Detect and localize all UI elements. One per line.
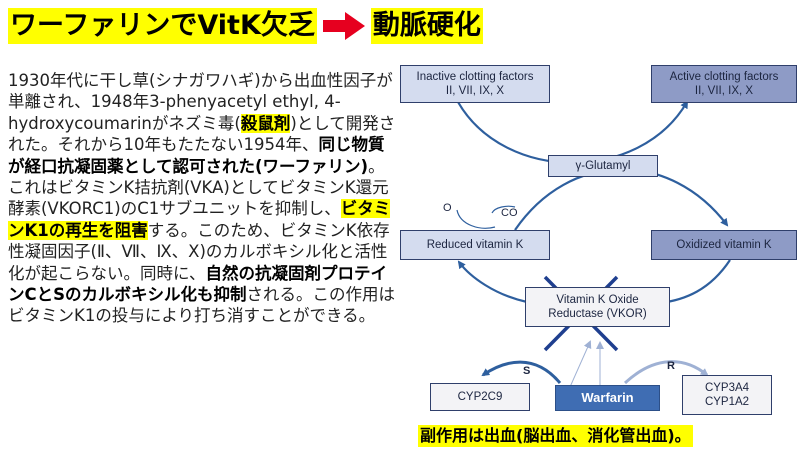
arrow-oxidized-to-vkor [658,259,731,307]
arrow-warfarin-to-cyp3a4 [623,360,709,385]
vkor-box: Vitamin K Oxide Reductase (VKOR) [525,287,670,327]
inactive-clotting-factors-box: Inactive clotting factors II, VII, IX, X [400,65,550,103]
arrow-co [491,205,516,214]
active-factors: II, VII, IX, X [694,85,754,97]
warfarin-label: Warfarin [581,390,634,405]
arrow-warfarin-to-cyp2c9 [481,360,562,384]
right-arrow-icon [322,12,365,40]
arrow-vkor-to-reduced [457,260,528,304]
glutamyl-label: γ-Glutamyl [575,160,631,172]
title-bar: ワーファリンでVitK欠乏 動脈硬化 [8,8,483,44]
warfarin-box: Warfarin [555,385,660,411]
co-label: CO [501,207,518,219]
title-right: 動脈硬化 [370,8,483,44]
title-left: ワーファリンでVitK欠乏 [8,8,317,44]
vkor-label-2: Reductase (VKOR) [548,308,647,320]
arrow-inactive-to-active [457,100,689,164]
body-text: 1930年代に干し草(シナガワハギ)から出血性因子が単離され、1948年3-ph… [8,70,396,327]
body-text-segment: される。この作用はビタミンK1の投与により打ち消すことができる。 [8,285,395,326]
oxidized-vitamin-k-box: Oxidized vitamin K [651,230,797,260]
s-label: S [523,365,531,377]
r-label: R [667,360,675,372]
cyp1a2-label: CYP1A2 [704,396,750,408]
oxidized-label: Oxidized vitamin K [676,239,772,251]
body-text-segment: 。これはビタミンK拮抗剤(VKA)としてビタミンK還元酵素(VKORC1)のC1… [8,156,389,219]
cyp3a4-label: CYP3A4 [704,382,750,394]
o-label: O [443,202,452,214]
body-text-segment: 1930年代に干し草(シナガワハギ)から出血性因子が単離され、1948年3-ph… [8,71,393,133]
arrow-o [456,209,496,229]
reduced-label: Reduced vitamin K [426,239,524,251]
body-text-segment: 殺鼠剤 [240,113,291,133]
body-text-segment: 自然の抗凝固剤プロテインCとSのカルボキシル化も抑制 [8,263,388,305]
arrow-reduced-to-oxidized [514,168,729,231]
cyp3a4-cyp1a2-box: CYP3A4 CYP1A2 [682,375,772,415]
inactive-factors: II, VII, IX, X [445,85,505,97]
body-text-segment: )として開発された。それから10年もたたない1954年、 [8,113,396,155]
active-label: Active clotting factors [669,71,779,83]
body-text-segment: する。このため、ビタミンK依存性凝固因子(Ⅱ、Ⅶ、Ⅸ、Ⅹ)のカルボキシル化と活性… [8,220,390,283]
vitamin-k-cycle-diagram: Inactive clotting factors II, VII, IX, X… [395,55,800,450]
cyp2c9-box: CYP2C9 [430,383,530,411]
side-effect-note: 副作用は出血(脳出血、消化管出血)。 [418,425,693,447]
reduced-vitamin-k-box: Reduced vitamin K [400,230,550,260]
arrow-warfarin-s-to-vkor [569,340,592,388]
body-text-segment: 同じ物質が経口抗凝固薬として認可された(ワーファリン) [8,135,385,176]
cyp2c9-label: CYP2C9 [457,391,503,403]
inactive-label: Inactive clotting factors [416,71,534,83]
active-clotting-factors-box: Active clotting factors II, VII, IX, X [651,65,797,103]
vkor-label-1: Vitamin K Oxide [556,294,639,306]
gamma-glutamyl-box: γ-Glutamyl [548,155,658,177]
